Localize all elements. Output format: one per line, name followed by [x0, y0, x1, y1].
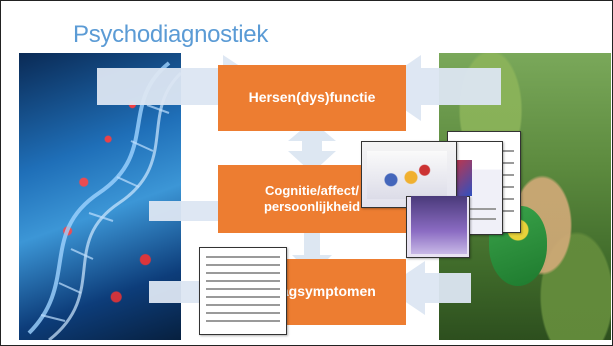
slide-title: Psychodiagnostiek [73, 21, 269, 48]
test-kit-materials-icon [367, 151, 447, 199]
arrow-hersen-cognitie [288, 121, 336, 173]
box-cognitie-label: Cognitie/affect/ persoonlijkheid [263, 182, 361, 214]
box-hersen-dysfunctie: Hersen(dys)functie [218, 65, 406, 131]
questionnaire-image [199, 247, 287, 335]
box-hersen-label: Hersen(dys)functie [248, 89, 376, 106]
book-cover-icon [411, 196, 467, 254]
arrow-right-to-gedrag [385, 261, 471, 315]
